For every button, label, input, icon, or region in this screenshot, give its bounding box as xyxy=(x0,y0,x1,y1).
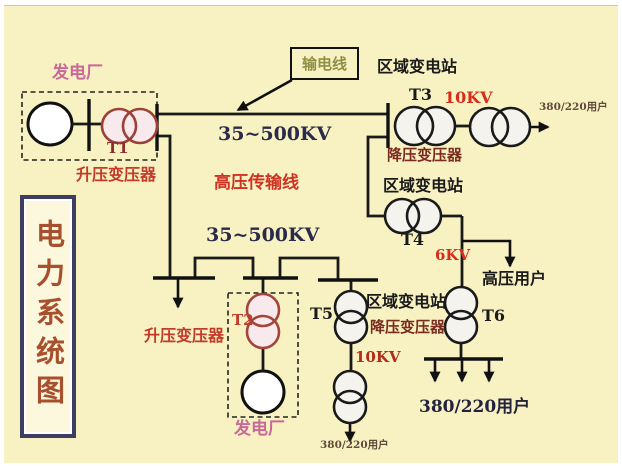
label-t3: T3 xyxy=(409,85,433,104)
label-t4: T4 xyxy=(401,230,425,249)
label-380-220-users-big: 380/220用户 xyxy=(419,397,531,417)
label-regional-substation-3: 区域变电站 xyxy=(366,292,447,311)
diagram-title-box: 电力系统图 xyxy=(20,195,76,438)
transformer-t3-symbol xyxy=(393,105,457,147)
label-6kv: 6KV xyxy=(435,246,471,264)
label-step-up-transformer-2: 升压变压器 xyxy=(144,326,225,345)
label-t6: T6 xyxy=(482,306,506,325)
transmission-line-callout-label: 输电线 xyxy=(301,55,347,73)
transformer-t4-symbol xyxy=(383,197,443,235)
label-step-down-transformer-2: 降压变压器 xyxy=(370,318,446,336)
label-hv-transmission-line: 高压传输线 xyxy=(214,173,299,193)
label-t5: T5 xyxy=(310,304,334,323)
transformer-t1-symbol xyxy=(100,107,159,145)
connection-lines xyxy=(72,112,470,371)
label-step-up-transformer-1: 升压变压器 xyxy=(76,165,157,184)
label-380-220-users-small-bottom: 380/220用户 xyxy=(320,439,389,451)
transmission-line-callout-box: 输电线 xyxy=(290,47,359,80)
label-35-500kv-bottom: 35~500KV xyxy=(206,224,320,246)
label-380-220-users-top: 380/220用户 xyxy=(539,101,608,113)
transformer-distribution-top-symbol xyxy=(468,106,532,148)
transformer-t6-symbol xyxy=(443,285,479,345)
label-power-plant-top: 发电厂 xyxy=(52,63,103,83)
transformer-t2-symbol xyxy=(245,292,281,350)
branch-t3-to-t4 xyxy=(366,135,388,218)
lower-transmission-line-right xyxy=(278,256,340,280)
label-step-down-transformer-1: 降压变压器 xyxy=(387,146,463,164)
label-regional-substation-1: 区域变电站 xyxy=(377,57,458,76)
page-title: 电力系统图 xyxy=(31,219,66,414)
label-t2: T2 xyxy=(232,311,254,329)
bus-bars xyxy=(87,99,503,361)
generator-symbol-top xyxy=(26,101,74,147)
transformer-t5-symbol xyxy=(333,289,369,345)
flow-arrows xyxy=(172,78,550,443)
transformer-distribution-bottom-symbol xyxy=(332,369,368,425)
label-regional-substation-2: 区域变电站 xyxy=(383,176,464,195)
label-power-plant-bottom: 发电厂 xyxy=(234,419,285,439)
label-35-500kv-top: 35~500KV xyxy=(218,123,332,145)
label-t1: T1 xyxy=(107,139,129,157)
diagram-panel xyxy=(4,5,618,463)
label-hv-users: 高压用户 xyxy=(482,269,547,288)
lower-transmission-line-left xyxy=(193,256,255,278)
label-10kv-top: 10KV xyxy=(444,88,493,107)
generator-symbol-bottom xyxy=(240,369,286,415)
callout-arrow xyxy=(236,78,293,112)
label-10kv-bottom: 10KV xyxy=(355,348,401,366)
